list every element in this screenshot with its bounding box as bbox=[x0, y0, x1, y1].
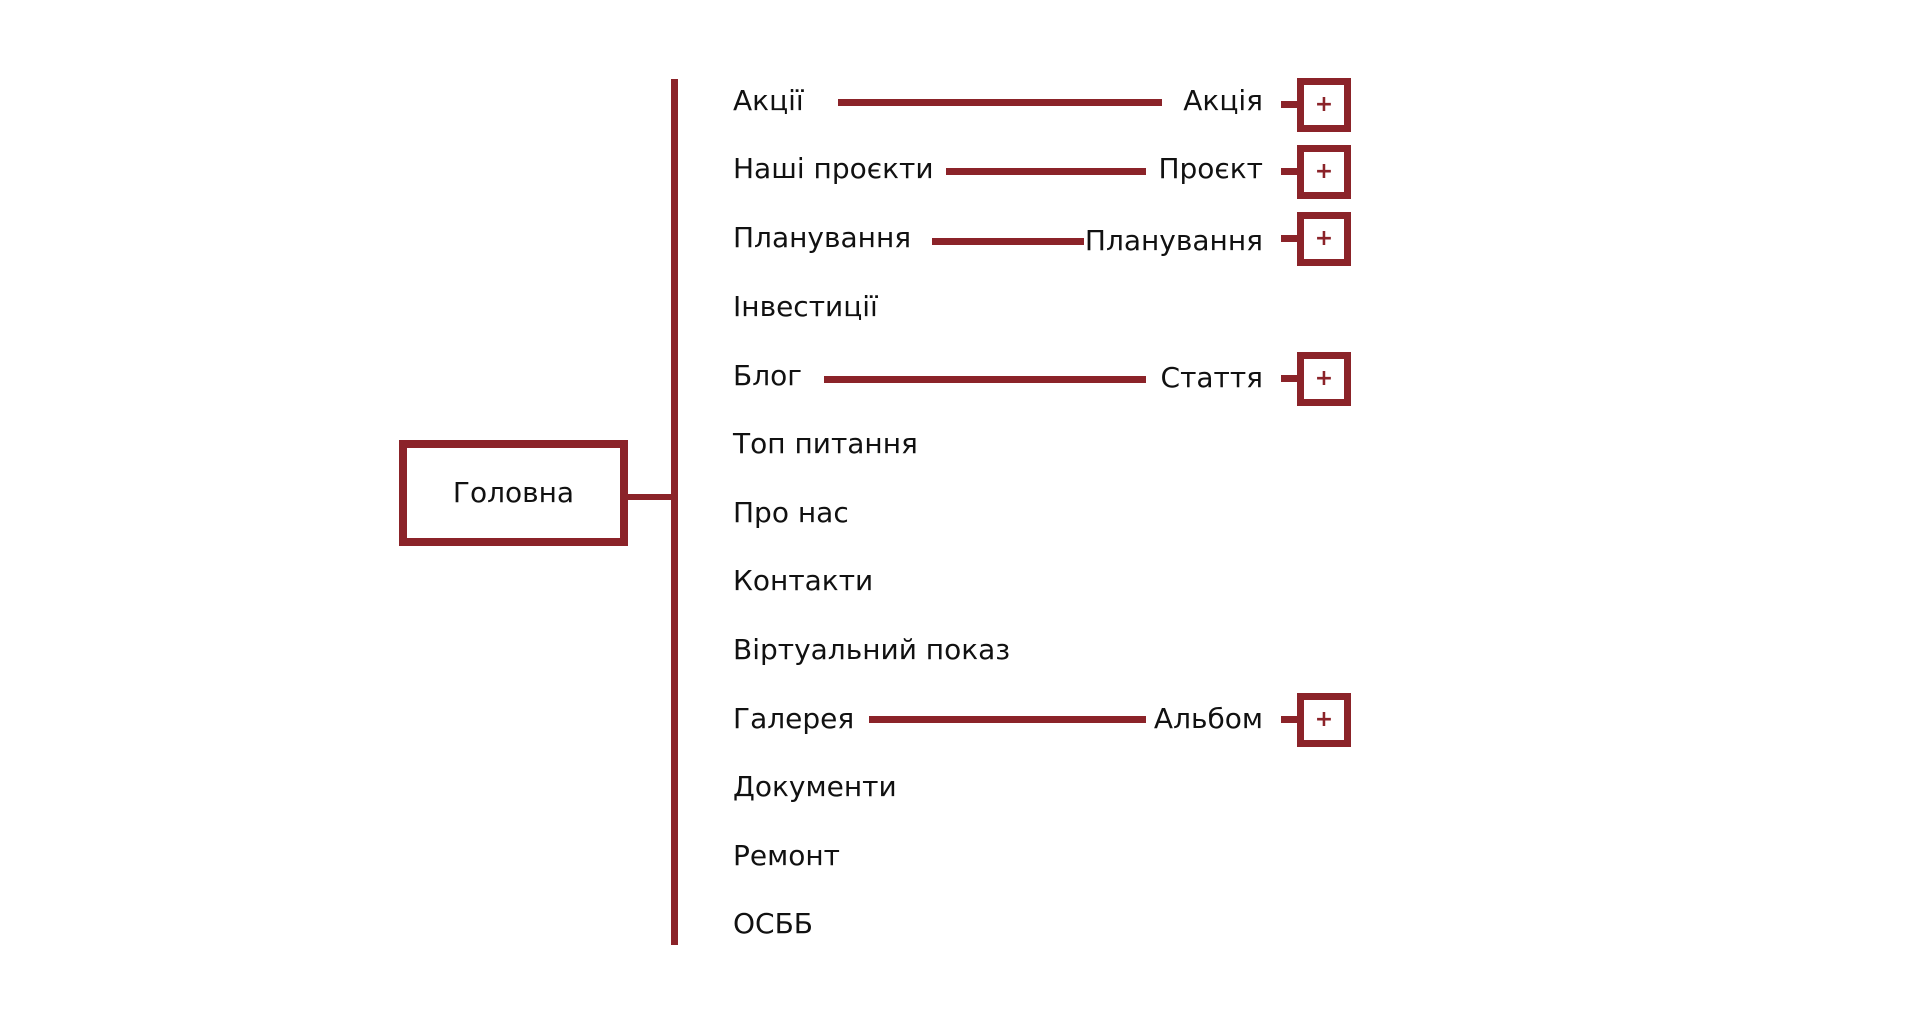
child-node-label: Стаття bbox=[1160, 361, 1263, 394]
menu-item: Планування bbox=[733, 221, 912, 254]
expand-plus-button[interactable]: + bbox=[1297, 693, 1351, 747]
plus-icon: + bbox=[1314, 159, 1334, 184]
branch-line bbox=[824, 376, 1146, 383]
root-node-label: Головна bbox=[452, 476, 575, 509]
menu-item: Галерея bbox=[733, 702, 855, 735]
menu-item: Віртуальний показ bbox=[733, 633, 1011, 666]
plus-connector bbox=[1281, 235, 1303, 242]
branch-line bbox=[838, 99, 1162, 106]
plus-icon: + bbox=[1314, 226, 1334, 251]
child-node-label: Альбом bbox=[1153, 702, 1263, 735]
plus-connector bbox=[1281, 375, 1303, 382]
plus-icon: + bbox=[1314, 707, 1334, 732]
trunk-line bbox=[671, 79, 678, 945]
child-node-label: Планування bbox=[1084, 224, 1263, 257]
expand-plus-button[interactable]: + bbox=[1297, 78, 1351, 132]
child-node-label: Акція bbox=[1183, 84, 1263, 117]
plus-icon: + bbox=[1314, 92, 1334, 117]
expand-plus-button[interactable]: + bbox=[1297, 145, 1351, 199]
menu-item: Контакти bbox=[733, 564, 874, 597]
menu-item: Ремонт bbox=[733, 839, 840, 872]
branch-line bbox=[869, 716, 1146, 723]
expand-plus-button[interactable]: + bbox=[1297, 212, 1351, 266]
menu-item: Наші проєкти bbox=[733, 152, 934, 185]
menu-item: Документи bbox=[733, 770, 897, 803]
plus-icon: + bbox=[1314, 366, 1334, 391]
menu-item: Інвестиції bbox=[733, 290, 878, 323]
expand-plus-button[interactable]: + bbox=[1297, 352, 1351, 406]
root-connector-line bbox=[627, 494, 675, 500]
menu-item: Блог bbox=[733, 359, 802, 392]
menu-item: Топ питання bbox=[733, 427, 918, 460]
plus-connector bbox=[1281, 716, 1303, 723]
menu-item: Про нас bbox=[733, 496, 849, 529]
branch-line bbox=[932, 238, 1084, 245]
plus-connector bbox=[1281, 168, 1303, 175]
branch-line bbox=[946, 168, 1146, 175]
plus-connector bbox=[1281, 101, 1303, 108]
menu-item: Акції bbox=[733, 84, 804, 117]
menu-item: ОСББ bbox=[733, 907, 814, 940]
root-node: Головна bbox=[399, 440, 628, 546]
child-node-label: Проєкт bbox=[1158, 152, 1263, 185]
